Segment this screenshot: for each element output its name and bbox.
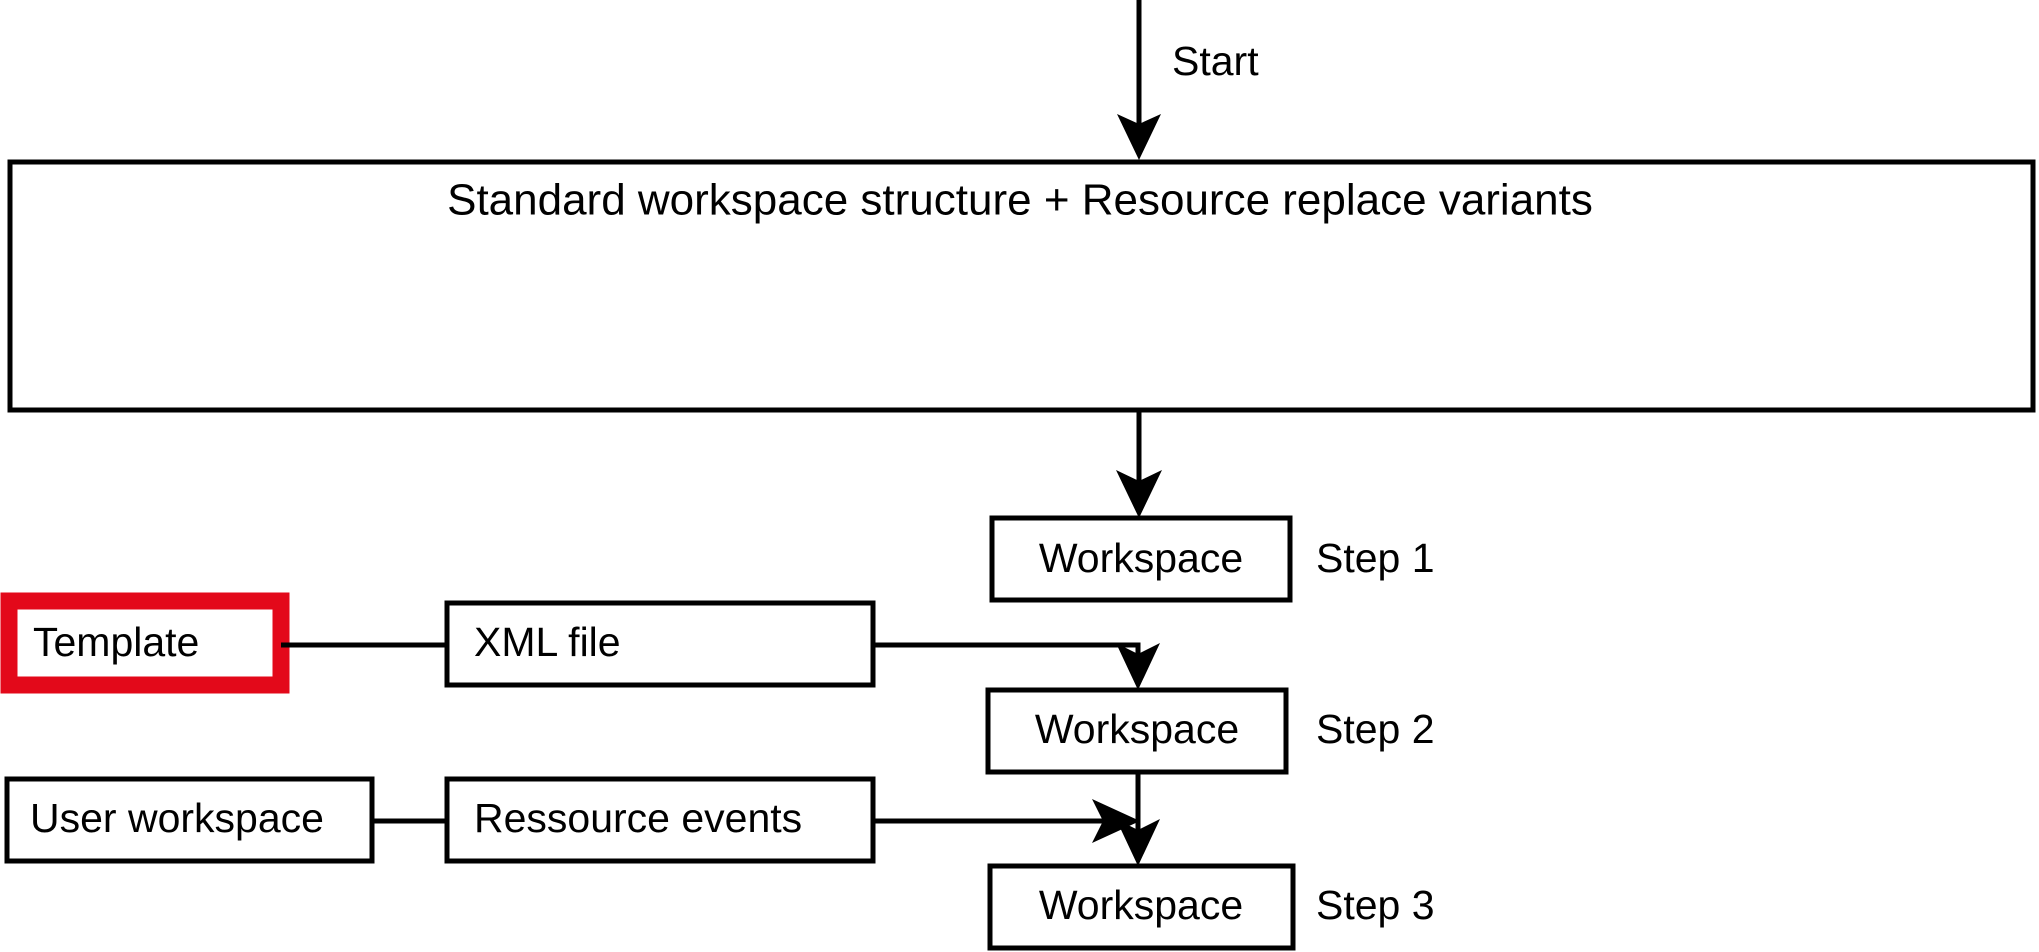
ressource-events-node[interactable]: Ressource events: [444, 776, 876, 864]
xml-to-step2-head: [1116, 643, 1160, 690]
start-arrow-head: [1117, 114, 1161, 160]
step-1-node[interactable]: Workspace: [989, 515, 1293, 603]
user-workspace-box[interactable]: [4, 776, 375, 864]
step-2-box-label: Workspace: [1035, 706, 1239, 752]
banner-to-step1-head: [1116, 470, 1162, 518]
step-2-node[interactable]: Workspace: [985, 687, 1289, 775]
step-1-box-label: Workspace: [1039, 535, 1243, 581]
banner-box[interactable]: [7, 159, 2036, 413]
user-workspace-node[interactable]: User workspace: [4, 776, 375, 864]
start-arrow: [1117, 0, 1161, 160]
xml-to-step2-path: [873, 642, 1141, 669]
step-3-box-label: Workspace: [1039, 882, 1243, 928]
banner-to-step1-arrow: [1116, 410, 1162, 518]
step-3-box[interactable]: [987, 863, 1296, 951]
template-label: Template: [33, 619, 199, 665]
step-3-label: Step 3: [1316, 882, 1435, 928]
template-node[interactable]: Template: [0, 592, 290, 694]
step-1-label: Step 1: [1316, 535, 1435, 581]
events-to-step3-head: [1092, 799, 1140, 843]
start-label: Start: [1172, 38, 1259, 84]
ressource-events-label: Ressource events: [474, 795, 802, 841]
banner-label: Standard workspace structure + Resource …: [447, 176, 1593, 225]
xml-file-node[interactable]: XML file: [444, 600, 876, 688]
step-3-node[interactable]: Workspace: [987, 863, 1296, 951]
xml-to-step2-connector: [873, 642, 1160, 690]
step2-to-step3-arrow: [1116, 772, 1160, 866]
step2-to-step3-head: [1116, 819, 1160, 866]
banner-node[interactable]: Standard workspace structure + Resource …: [7, 159, 2036, 413]
user-workspace-label: User workspace: [30, 795, 324, 841]
step-2-label: Step 2: [1316, 706, 1435, 752]
events-to-step3-connector: [873, 799, 1140, 843]
step-2-box[interactable]: [985, 687, 1289, 775]
xml-file-label: XML file: [474, 619, 621, 665]
step-1-box[interactable]: [989, 515, 1293, 603]
